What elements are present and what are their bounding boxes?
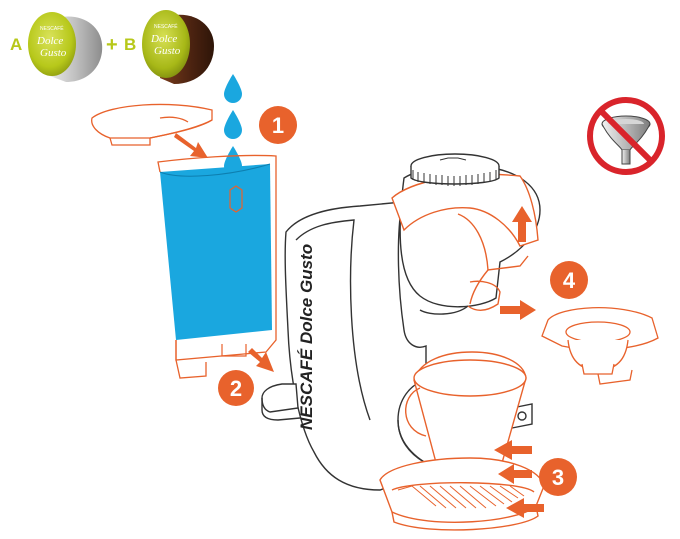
step-number-3: 3 (552, 465, 564, 490)
arrow-icon (506, 498, 544, 518)
capsule-group: A NESCAFÉ Dolce Gusto + B NESCAFÉ Dolce … (10, 10, 214, 84)
capsule-holder (541, 306, 659, 385)
step-number-1: 1 (272, 113, 284, 138)
arrow-icon (498, 464, 532, 484)
capsule-b-label: B (124, 35, 136, 54)
step-badge-4: 4 (550, 261, 588, 299)
machine-brand: NESCAFÉ Dolce Gusto (297, 244, 316, 430)
step-badge-1: 1 (259, 106, 297, 144)
capsule-a-label: A (10, 35, 22, 54)
cup (405, 351, 527, 479)
arrow-icon (500, 300, 536, 320)
tank-lid (91, 103, 213, 146)
capsule-a-script-2: Gusto (40, 47, 67, 59)
water-drop-icon (224, 74, 242, 175)
arrow-icon (248, 348, 274, 372)
step-badge-3: 3 (539, 458, 577, 496)
step-badge-2: 2 (218, 370, 254, 406)
no-funnel-icon (587, 97, 665, 175)
capsule-b-script-1: Dolce (150, 33, 177, 45)
step-number-4: 4 (563, 268, 576, 293)
water-tank (157, 154, 277, 379)
drip-tray (379, 457, 545, 531)
capsule-b: NESCAFÉ Dolce Gusto (142, 10, 214, 84)
capsule-a: NESCAFÉ Dolce Gusto (28, 12, 103, 82)
arrow-icon (494, 440, 532, 460)
arrow-icon (512, 206, 532, 242)
arrow-icon (174, 133, 208, 158)
capsule-b-brand-top: NESCAFÉ (154, 23, 178, 30)
coffee-machine (261, 153, 541, 491)
step-number-2: 2 (230, 376, 242, 401)
capsule-b-script-2: Gusto (154, 45, 181, 57)
capsule-a-brand-top: NESCAFÉ (40, 25, 64, 32)
capsule-a-script-1: Dolce (36, 35, 63, 47)
plus-sign: + (106, 34, 118, 56)
